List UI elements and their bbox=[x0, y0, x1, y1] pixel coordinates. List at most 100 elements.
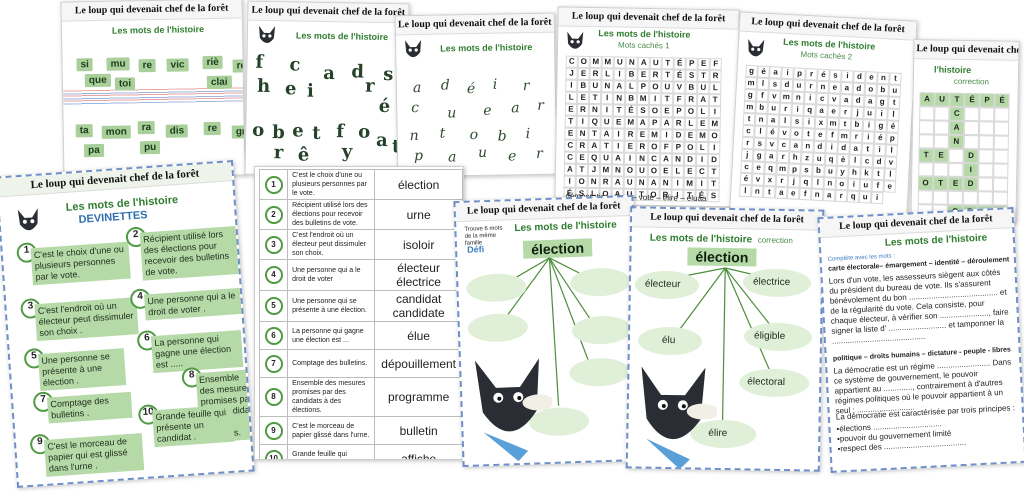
letter: b bbox=[272, 122, 286, 144]
grid-cell: i bbox=[841, 69, 854, 83]
grid-cell: J bbox=[587, 163, 600, 177]
letter: d bbox=[351, 61, 365, 83]
syllable-tile: si bbox=[76, 58, 94, 72]
grid-cell: g bbox=[875, 95, 889, 109]
letter: h bbox=[256, 75, 271, 98]
grid-cell: m bbox=[780, 90, 793, 104]
grid-cell: k bbox=[860, 167, 873, 180]
grid-cell: n bbox=[810, 188, 824, 202]
grid-cell: r bbox=[805, 68, 818, 81]
syllable-tile: ra bbox=[137, 120, 156, 135]
grid-cell: I bbox=[708, 142, 721, 155]
grid-cell: j bbox=[740, 148, 754, 162]
worksheet-wordsearch-2: Le loup qui devenait chef de la forêt Le… bbox=[728, 11, 918, 235]
row-number: 3 bbox=[264, 235, 283, 254]
syllable-tile: toi bbox=[114, 77, 136, 91]
grid-cell: t bbox=[762, 185, 776, 199]
grid-cell: e bbox=[827, 105, 840, 118]
grid-cell: h bbox=[788, 151, 802, 164]
grid-cell: q bbox=[824, 153, 838, 166]
grid-cell: M bbox=[624, 116, 637, 129]
cursive-letter: r bbox=[537, 97, 545, 114]
grid-cell bbox=[978, 135, 994, 150]
grid-cell: m bbox=[744, 76, 758, 90]
row-number: 9 bbox=[264, 421, 283, 440]
grid-cell: I bbox=[649, 93, 662, 106]
grid-cell bbox=[933, 134, 949, 149]
grid-cell: l bbox=[754, 125, 767, 139]
grid-cell: O bbox=[575, 175, 588, 188]
grid-cell: D bbox=[672, 129, 685, 142]
row-number: 8 bbox=[264, 388, 283, 406]
grid-cell: b bbox=[755, 101, 769, 115]
grid-cell: L bbox=[601, 68, 614, 81]
wolf-icon bbox=[256, 24, 278, 48]
grid-cell: t bbox=[889, 72, 902, 86]
grid-cell: N bbox=[625, 56, 638, 69]
grid-cell: v bbox=[778, 126, 791, 140]
syllable-tile: mon bbox=[101, 125, 131, 139]
grid-cell: T bbox=[949, 92, 965, 107]
grid-cell: a bbox=[764, 150, 778, 163]
grid-cell: o bbox=[835, 177, 849, 191]
grid-cell: P bbox=[685, 57, 698, 70]
grid-cell: N bbox=[671, 153, 685, 166]
grid-cell: e bbox=[865, 71, 878, 84]
cursive-letter: t bbox=[439, 125, 446, 142]
grid-cell: z bbox=[800, 151, 814, 165]
grid-cell: a bbox=[822, 189, 836, 202]
cursive-letter: i bbox=[492, 76, 498, 93]
grid-cell: U bbox=[697, 81, 710, 95]
grid-cell: C bbox=[565, 55, 578, 68]
wolf-illustration bbox=[465, 350, 555, 463]
grid-cell bbox=[918, 134, 934, 149]
grid-cell: N bbox=[601, 80, 614, 93]
grid-cell: I bbox=[601, 92, 614, 105]
grid-cell: T bbox=[612, 104, 626, 117]
syllable-tile: dis bbox=[165, 124, 189, 138]
grid-cell: P bbox=[648, 117, 661, 130]
grid-cell: l bbox=[884, 168, 897, 181]
cursive-letter: b bbox=[497, 128, 507, 145]
grid-cell: é bbox=[817, 68, 830, 82]
definition-cell: Récipient utilisé lors des élections pou… bbox=[287, 199, 376, 230]
grid-cell: F bbox=[709, 58, 722, 71]
grid-cell: e bbox=[752, 161, 765, 174]
syllable-tile: re bbox=[138, 58, 157, 73]
definition-cell: Une personne qui a le droit de voter bbox=[287, 259, 376, 291]
grid-cell: c bbox=[742, 124, 755, 138]
grid-cell: t bbox=[872, 167, 885, 181]
grid-cell: é bbox=[757, 65, 770, 79]
grid-cell: t bbox=[861, 143, 874, 156]
grid-cell: I bbox=[963, 162, 979, 178]
grid-cell: N bbox=[659, 177, 672, 190]
letter: s bbox=[383, 63, 394, 86]
cursive-letter: r bbox=[522, 78, 530, 95]
cursive-letter: o bbox=[469, 126, 479, 144]
grid-cell: I bbox=[563, 175, 576, 188]
grid-cell: U bbox=[934, 92, 950, 107]
grid-cell: N bbox=[948, 134, 964, 149]
grid-cell: u bbox=[792, 79, 806, 92]
grid-cell: g bbox=[745, 64, 758, 78]
grid-cell: i bbox=[847, 178, 861, 192]
sheet-header: Le loup qui devenait chef de la forêt bbox=[739, 12, 917, 41]
grid-cell bbox=[994, 107, 1010, 122]
grid-cell: O bbox=[917, 176, 934, 191]
grid-cell: n bbox=[751, 185, 764, 198]
grid-cell: I bbox=[612, 140, 625, 153]
grid-cell: a bbox=[774, 186, 788, 200]
worksheet-fill-in: Le loup qui devenait chef de la forêt Le… bbox=[817, 207, 1024, 473]
answer-cell: programme bbox=[374, 377, 463, 417]
grid-cell: c bbox=[777, 138, 791, 152]
grid-cell: T bbox=[697, 69, 710, 83]
answer-cell: élue bbox=[374, 321, 463, 350]
grid-cell: p bbox=[885, 132, 899, 145]
clue-text: Une personne qui a le droit de voter . bbox=[143, 287, 244, 321]
cursive-letter: e bbox=[483, 102, 492, 119]
grid-cell: I bbox=[660, 129, 673, 142]
